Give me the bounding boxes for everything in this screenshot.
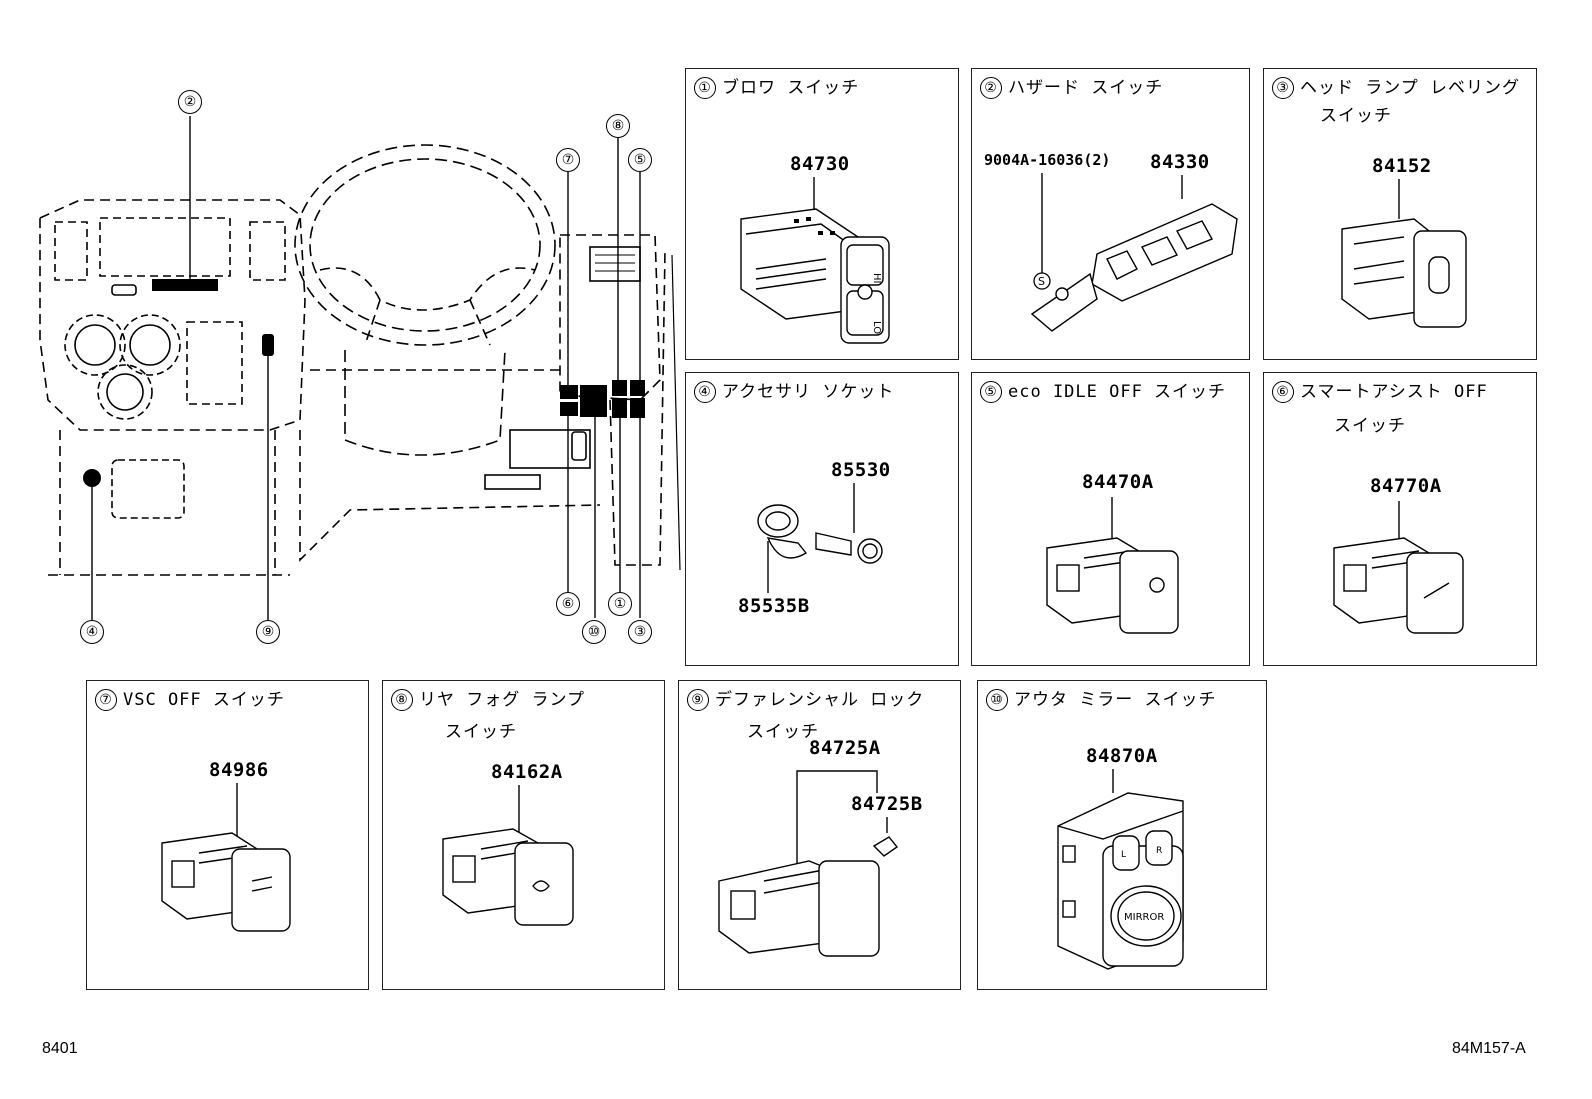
- mirror-switch-illustration: MIRROR L R: [1057, 769, 1184, 970]
- part-number: 84330: [1150, 151, 1210, 173]
- svg-text:MIRROR: MIRROR: [1124, 912, 1164, 923]
- callout-7: ⑦: [556, 148, 580, 172]
- part-number: 84152: [1372, 155, 1432, 177]
- panel-title-line2: スイッチ: [1320, 106, 1392, 126]
- diff-lock-switch-illustration: [718, 770, 899, 957]
- hazard-switch-illustration: S: [1030, 173, 1238, 332]
- part-number: 84162A: [491, 761, 563, 783]
- callout-2: ②: [178, 90, 202, 114]
- callout-10: ⑩: [582, 620, 606, 644]
- accessory-socket-illustration: [757, 483, 883, 593]
- dashboard-overview-illustration: [39, 116, 681, 620]
- smart-assist-switch-illustration: [1333, 501, 1464, 634]
- leveling-switch-illustration: [1341, 179, 1467, 328]
- panel-title-line2: スイッチ: [445, 722, 517, 742]
- callout-3: ③: [628, 620, 652, 644]
- part-number: 84725B: [851, 793, 923, 815]
- svg-text:S: S: [1038, 275, 1045, 288]
- callout-5: ⑤: [628, 148, 652, 172]
- part-number: 84730: [790, 153, 850, 175]
- callout-6: ⑥: [556, 592, 580, 616]
- svg-text:HI: HI: [871, 273, 882, 283]
- svg-text:R: R: [1156, 846, 1162, 856]
- part-number: 9004A-16036(2): [984, 151, 1111, 169]
- svg-text:L: L: [1121, 850, 1126, 860]
- vsc-switch-illustration: [161, 783, 291, 932]
- callout-4: ④: [80, 620, 104, 644]
- blower-switch-illustration: HI LO: [740, 177, 890, 344]
- part-number: 84470A: [1082, 471, 1154, 493]
- callout-9: ⑨: [256, 620, 280, 644]
- part-number: 84770A: [1370, 475, 1442, 497]
- part-number: 84870A: [1086, 745, 1158, 767]
- part-number: 84986: [209, 759, 269, 781]
- rear-fog-switch-illustration: [442, 785, 574, 926]
- eco-idle-switch-illustration: [1046, 497, 1179, 634]
- footer-left-code: 8401: [42, 1040, 78, 1057]
- panel-title-line2: スイッチ: [1334, 416, 1406, 436]
- footer-right-code: 84M157-A: [1452, 1040, 1526, 1057]
- callout-8: ⑧: [606, 114, 630, 138]
- panel-title-line2: スイッチ: [747, 722, 819, 742]
- svg-text:LO: LO: [871, 321, 882, 334]
- callout-1: ①: [608, 592, 632, 616]
- part-number: 85530: [831, 459, 891, 481]
- part-number: 85535B: [738, 595, 810, 617]
- part-number: 84725A: [809, 737, 881, 759]
